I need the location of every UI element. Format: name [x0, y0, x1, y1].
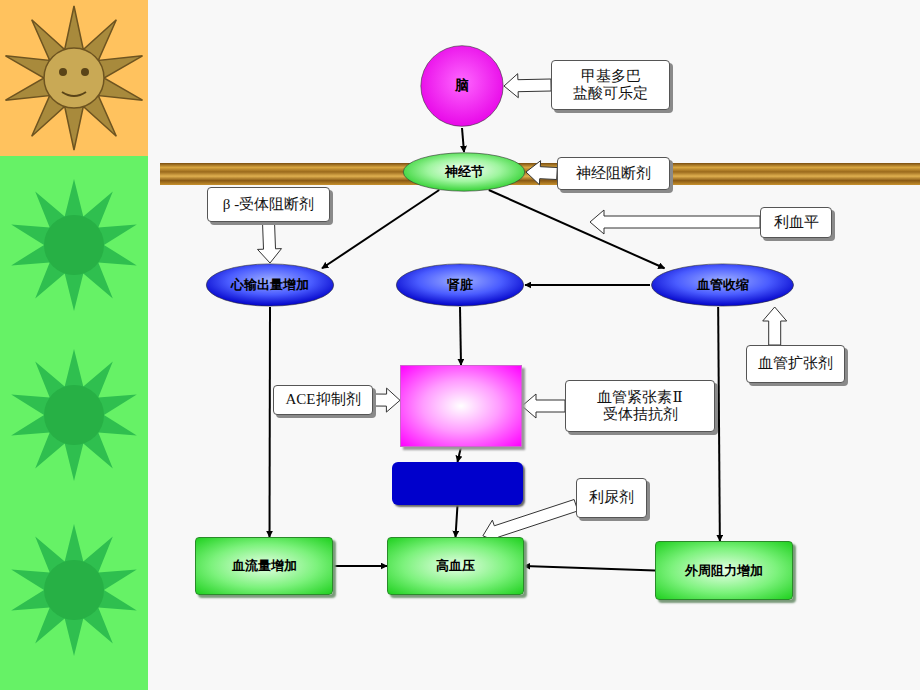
node-content: 神经节	[402, 152, 526, 192]
sun-eye	[81, 68, 89, 76]
arrow-line	[456, 505, 458, 537]
node-label: 高血压	[436, 557, 475, 575]
process-ellipse: 心输出量增加	[205, 263, 335, 307]
ellipse-fill	[651, 264, 793, 306]
process-ellipse: 血管收缩	[650, 263, 795, 307]
green-sun	[11, 524, 137, 656]
process-ellipse: 肾脏	[395, 263, 525, 307]
ellipse-fill	[403, 153, 525, 191]
node-content: ACE抑制剂	[274, 386, 372, 414]
pink-box	[400, 365, 522, 447]
green-panel	[0, 156, 148, 690]
node-content	[401, 366, 521, 446]
node-label: 利尿剂	[589, 489, 634, 506]
sun-mouth	[62, 92, 86, 96]
node-label: 神经阻断剂	[576, 165, 651, 182]
hollow-arrow	[763, 307, 787, 345]
drug-callout: ACE抑制剂	[273, 385, 373, 415]
node-content: 神经阻断剂	[558, 158, 669, 189]
node-label: 血管紧张素Ⅱ 受体拮抗剂	[572, 389, 708, 424]
node-content: 肾脏	[395, 263, 525, 307]
node-label: ACE抑制剂	[286, 391, 361, 408]
arrow-line	[269, 307, 271, 537]
ellipse-fill	[206, 264, 333, 306]
drug-callout: 神经阻断剂	[557, 157, 670, 190]
node-content: 高血压	[388, 538, 523, 594]
node-content: 血管收缩	[650, 263, 795, 307]
node-content: 外周阻力增加	[656, 542, 792, 599]
hollow-arrow	[258, 222, 282, 263]
node-content: 脑	[420, 44, 504, 128]
node-label: 外周阻力增加	[685, 562, 763, 580]
sun-face	[44, 48, 104, 108]
hollow-arrow	[590, 210, 760, 234]
drug-callout: 甲基多巴 盐酸可乐定	[551, 60, 670, 110]
arrow-line	[462, 128, 464, 152]
orange-panel	[0, 0, 148, 156]
sun-decorations	[6, 6, 143, 656]
node-content: 甲基多巴 盐酸可乐定	[552, 61, 669, 109]
green-sun-core	[44, 385, 104, 445]
node-label: β -受体阻断剂	[223, 196, 314, 213]
green-sun-core	[44, 560, 104, 620]
node-content: 血管紧张素Ⅱ 受体拮抗剂	[566, 381, 714, 431]
hollow-arrow	[373, 388, 400, 412]
node-content: 利尿剂	[577, 479, 646, 517]
result-box: 高血压	[387, 537, 524, 595]
node-content: 血管扩张剂	[747, 346, 844, 382]
hollow-arrow	[504, 74, 551, 98]
arrow-line	[525, 284, 650, 286]
arrow-line	[458, 447, 462, 462]
node-label: 脑	[455, 77, 469, 95]
green-sun	[11, 349, 137, 481]
arrow-line	[524, 566, 655, 571]
node-label: 血管扩张剂	[758, 355, 833, 372]
arrow-line	[322, 190, 439, 268]
sun-rays	[6, 6, 143, 150]
node-label: 血流量增加	[232, 557, 297, 575]
drug-callout: 血管扩张剂	[746, 345, 845, 383]
node-label: 神经节	[445, 163, 484, 181]
result-box: 血流量增加	[195, 537, 333, 595]
node-content: 利血平	[761, 208, 831, 237]
arrow-line	[489, 190, 665, 268]
result-box: 外周阻力增加	[655, 541, 793, 600]
sun-eye	[59, 68, 67, 76]
drug-callout: β -受体阻断剂	[207, 187, 330, 222]
hollow-arrow	[522, 394, 565, 418]
node-label: 肾脏	[447, 276, 473, 294]
node-label: 利血平	[774, 214, 819, 231]
node-label: 甲基多巴 盐酸可乐定	[558, 68, 663, 103]
node-content: 心输出量增加	[205, 263, 335, 307]
ellipse-fill	[421, 46, 503, 127]
drug-callout: 利尿剂	[576, 478, 647, 518]
ellipse-fill	[396, 264, 523, 306]
hollow-arrow	[526, 161, 557, 185]
node-content: β -受体阻断剂	[208, 188, 329, 221]
ganglion-ellipse: 神经节	[402, 152, 526, 192]
brain-circle: 脑	[420, 44, 504, 128]
node-label: 血管收缩	[697, 276, 749, 294]
drug-callout: 血管紧张素Ⅱ 受体拮抗剂	[565, 380, 715, 432]
drug-callout: 利血平	[760, 207, 832, 238]
node-content: 血流量增加	[196, 538, 332, 594]
green-sun	[11, 179, 137, 311]
arrow-line	[718, 307, 720, 541]
arrow-line	[460, 307, 461, 365]
node-content	[392, 462, 523, 505]
arrow-line	[333, 565, 387, 567]
navy-box	[392, 462, 523, 505]
green-sun-core	[44, 215, 104, 275]
node-label: 心输出量增加	[231, 276, 309, 294]
